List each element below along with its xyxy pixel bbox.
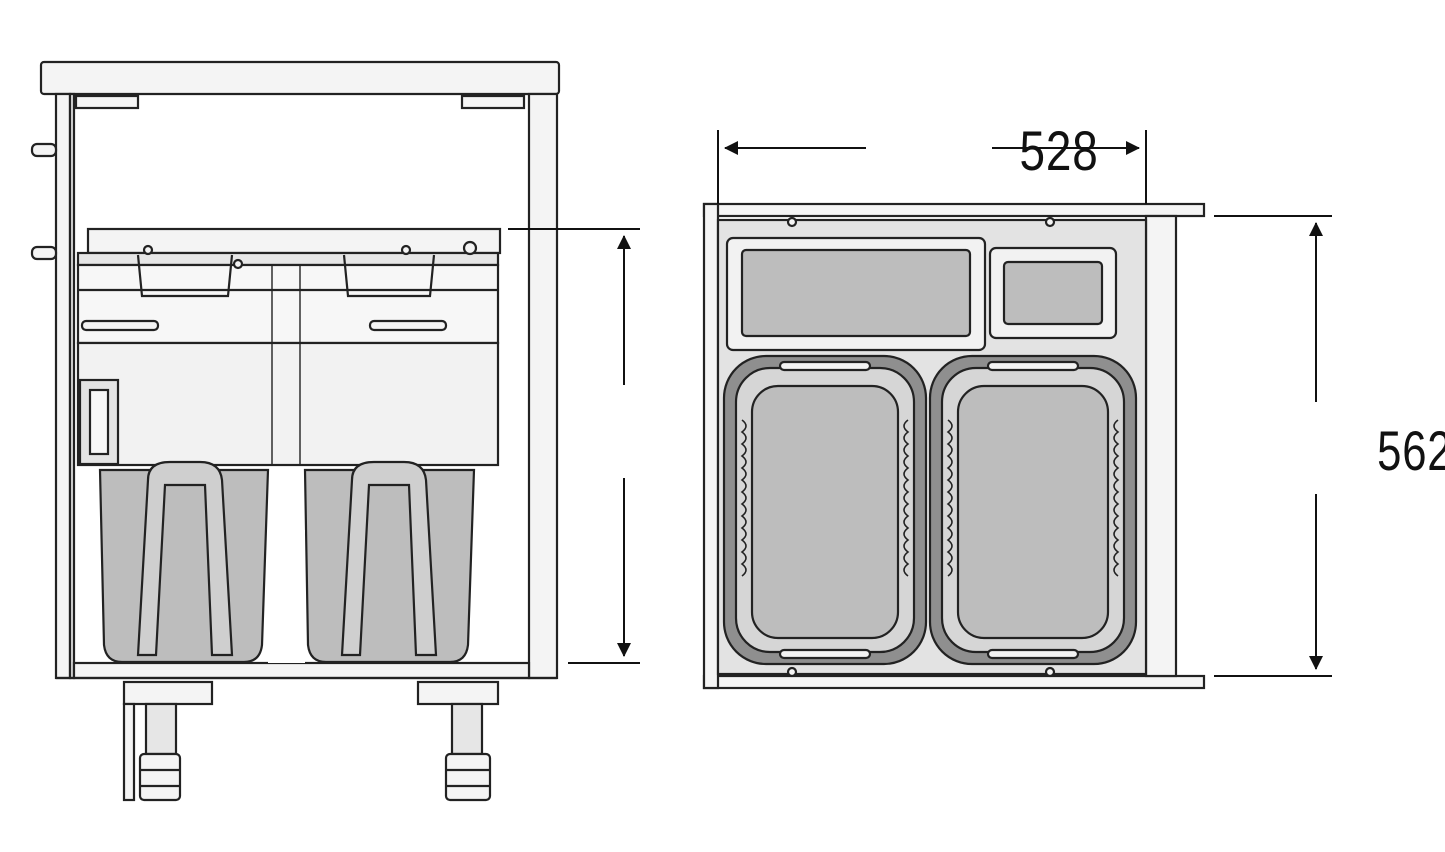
dimension-label-width: 528: [1020, 120, 1099, 182]
drawer-side-left: [702, 202, 720, 690]
cabinet-leg-left: [122, 680, 214, 802]
laundry-bin-left: [98, 468, 270, 664]
cabinet-front-panel: [527, 92, 559, 680]
dimension-label-depth: 562 - 568: [1377, 420, 1445, 482]
dimension-545: [508, 228, 640, 664]
dimension-528: [717, 130, 1147, 204]
worktop: [39, 60, 561, 96]
side-view: [30, 60, 561, 802]
dimension-562-568: [1214, 215, 1332, 677]
top-view: [702, 202, 1206, 690]
cabinet-bottom-shelf: [72, 661, 531, 680]
drawer-side-right: [1144, 214, 1178, 678]
laundry-bin-right: [303, 468, 476, 664]
cabinet-left-panel: [54, 92, 72, 680]
cabinet-leg-right: [416, 680, 500, 802]
